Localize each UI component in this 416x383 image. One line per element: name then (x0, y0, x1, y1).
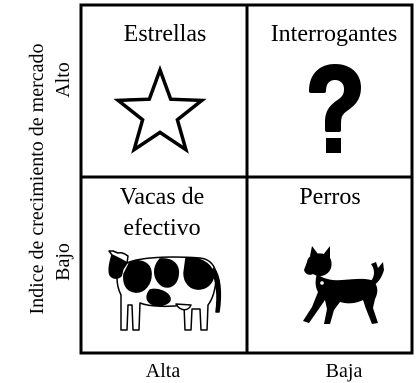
y-tick-bajo: Bajo (52, 243, 74, 281)
quadrant-title-estrellas: Estrellas (124, 21, 207, 47)
cow-icon (108, 250, 222, 331)
quadrant-title-interrogantes: Interrogantes (271, 21, 398, 47)
y-tick-alto: Alto (52, 62, 74, 98)
x-tick-baja: Baja (326, 360, 363, 382)
quadrant-title-vacas-line-2: efectivo (123, 215, 200, 241)
dog-icon (303, 246, 384, 324)
x-tick-alta: Alta (146, 360, 181, 382)
quadrant-title-vacas-line-1: Vacas de (120, 184, 205, 210)
y-axis-title: Indice de crecimiento de mercado (26, 44, 48, 315)
star-icon (113, 64, 207, 154)
quadrant-title-perros: Perros (299, 184, 360, 210)
question-mark-icon (309, 64, 361, 153)
